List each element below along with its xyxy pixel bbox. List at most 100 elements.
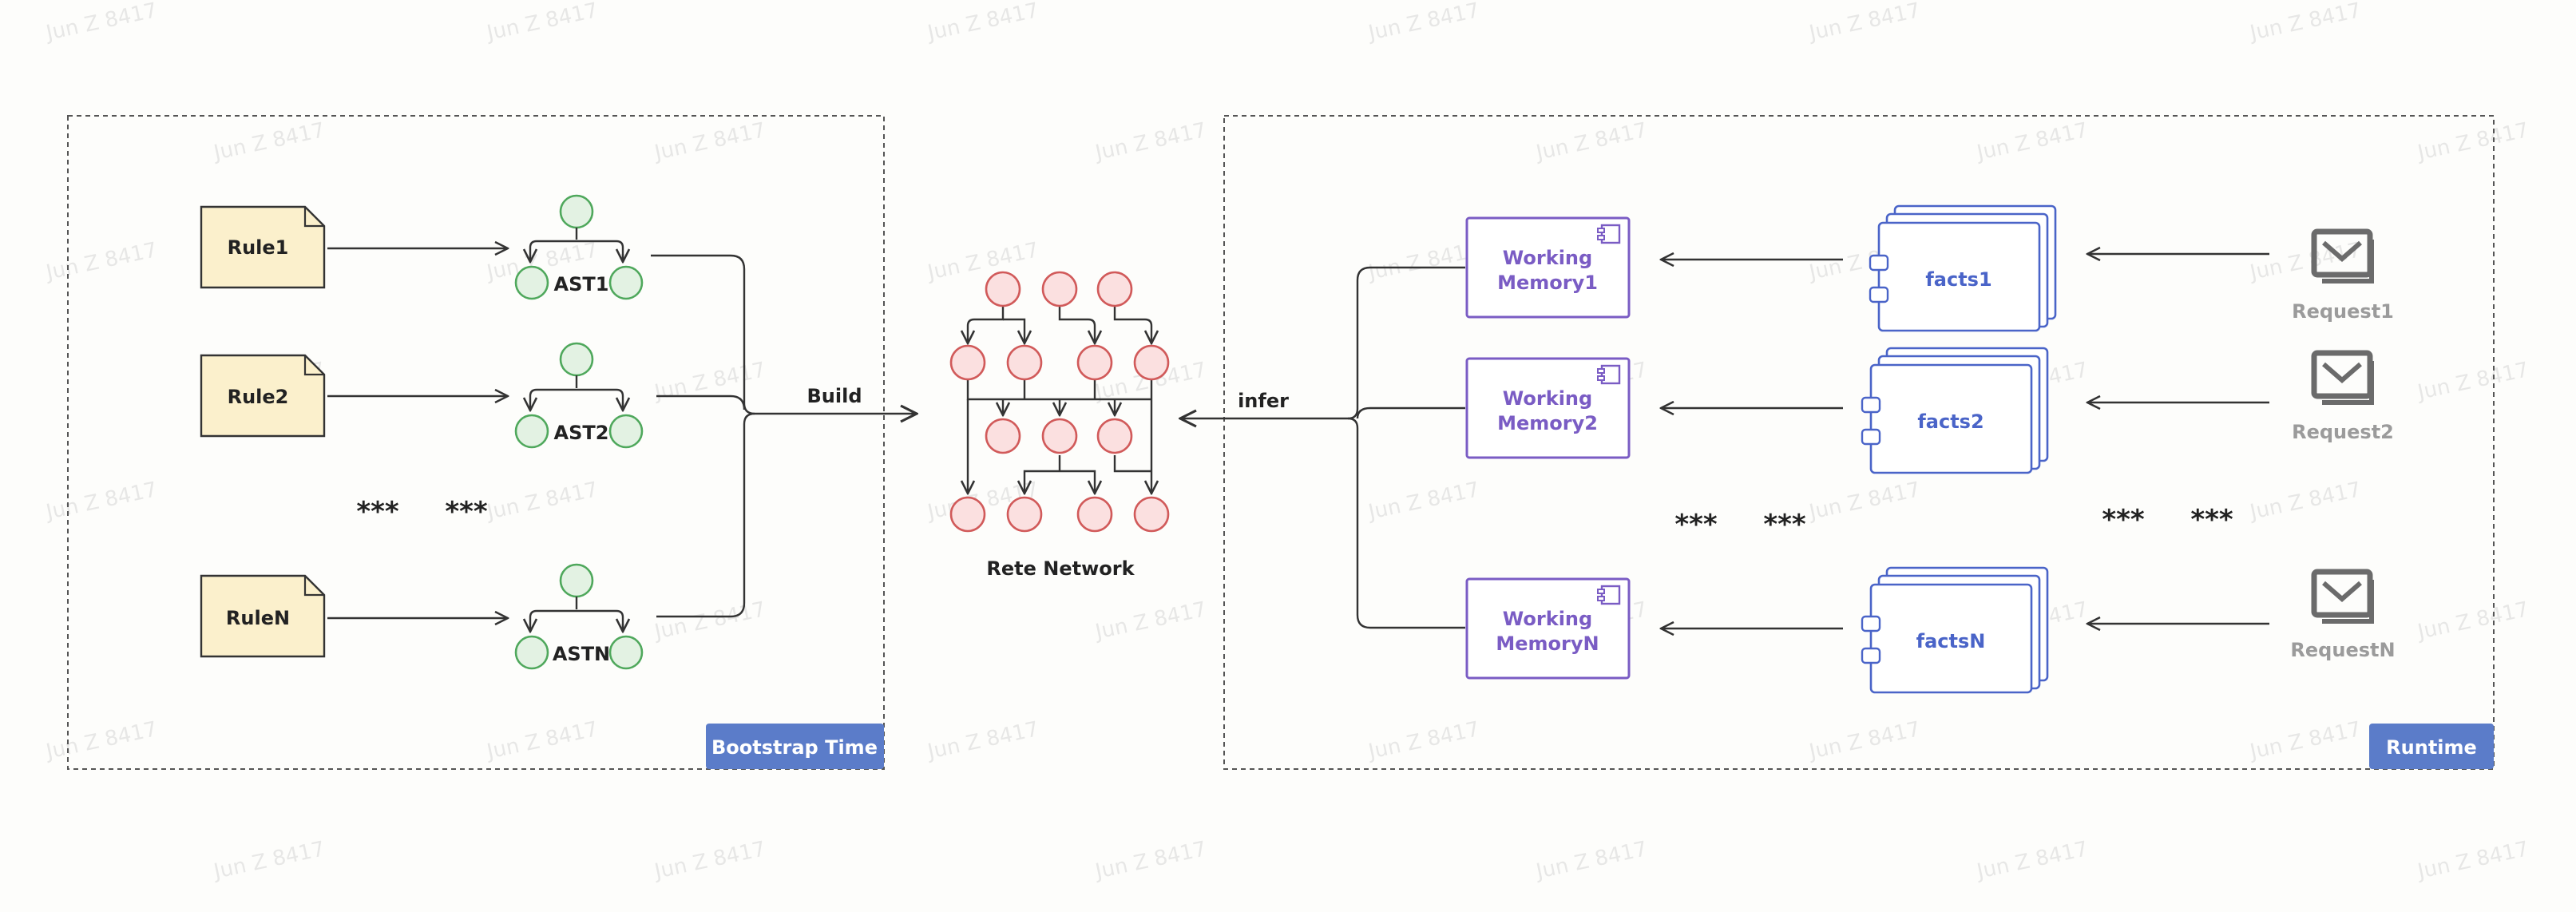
watermark: Jun Z 8417 xyxy=(924,238,1040,285)
working-memory-label-line1: Working xyxy=(1503,387,1592,410)
watermark: Jun Z 8417 xyxy=(1365,478,1481,525)
watermark: Jun Z 8417 xyxy=(924,717,1040,764)
working-memory-n: Working MemoryN xyxy=(1465,577,1631,680)
watermark: Jun Z 8417 xyxy=(42,0,159,46)
working-memory-2: Working Memory2 xyxy=(1465,357,1631,459)
working-memory-label-line2: Memory1 xyxy=(1497,272,1598,294)
ast-tree-1: AST1 xyxy=(514,194,644,300)
watermark: Jun Z 8417 xyxy=(651,597,767,644)
build-bracket-mid xyxy=(656,395,746,410)
ast-label: AST2 xyxy=(554,422,609,444)
ellipsis: *** xyxy=(1763,509,1806,541)
bootstrap-frame xyxy=(67,115,885,770)
watermark: Jun Z 8417 xyxy=(2414,597,2530,644)
ast-tree-n: ASTN xyxy=(514,563,644,670)
watermark: Jun Z 8417 xyxy=(1973,837,2090,884)
rule-label: RuleN xyxy=(226,607,290,629)
infer-bracket-top xyxy=(1347,266,1465,420)
infer-label: infer xyxy=(1238,390,1289,412)
watermark: Jun Z 8417 xyxy=(651,118,767,165)
watermark: Jun Z 8417 xyxy=(42,478,159,525)
rule-document-1: Rule1 xyxy=(200,205,326,289)
working-memory-label-line1: Working xyxy=(1503,608,1592,630)
watermark: Jun Z 8417 xyxy=(2414,358,2530,405)
runtime-tag xyxy=(2369,724,2494,769)
watermark: Jun Z 8417 xyxy=(42,238,159,285)
working-memory-label-line2: Memory2 xyxy=(1497,412,1598,434)
request-label: Request1 xyxy=(2292,300,2394,323)
facts-label: facts2 xyxy=(1917,410,1984,433)
watermark: Jun Z 8417 xyxy=(1092,597,1208,644)
watermark: Jun Z 8417 xyxy=(1092,118,1208,165)
working-memory-label-line1: Working xyxy=(1503,247,1592,269)
runtime-frame xyxy=(1223,115,2495,770)
runtime-tag-label: Runtime xyxy=(2386,736,2477,759)
watermark: Jun Z 8417 xyxy=(2414,118,2530,165)
watermark: Jun Z 8417 xyxy=(210,118,327,165)
watermark: Jun Z 8417 xyxy=(651,358,767,405)
request-label: Request2 xyxy=(2292,421,2394,443)
ast-label: ASTN xyxy=(553,643,610,665)
build-bracket-top xyxy=(651,254,755,415)
ellipsis: *** xyxy=(2190,504,2233,536)
rete-network-label: Rete Network xyxy=(986,557,1135,580)
watermark: Jun Z 8417 xyxy=(2414,837,2530,884)
component-icon xyxy=(1597,224,1621,244)
ast-tree-2: AST2 xyxy=(514,342,644,449)
rule-document-2: Rule2 xyxy=(200,354,326,438)
watermark: Jun Z 8417 xyxy=(1805,478,1922,525)
watermark: Jun Z 8417 xyxy=(2246,717,2363,764)
rete-network xyxy=(949,271,1170,533)
facts-stack-1: facts1 xyxy=(1869,204,2057,332)
watermark: Jun Z 8417 xyxy=(1365,238,1481,285)
watermark: Jun Z 8417 xyxy=(1532,837,1649,884)
inbox-icon xyxy=(2311,569,2374,624)
component-icon xyxy=(1869,254,1889,272)
infer-bracket-bottom xyxy=(1347,417,1465,629)
watermark: Jun Z 8417 xyxy=(1092,837,1208,884)
working-memory-1: Working Memory1 xyxy=(1465,216,1631,319)
ellipsis: *** xyxy=(2102,504,2145,536)
working-memory-label-line2: MemoryN xyxy=(1496,632,1599,655)
watermark: Jun Z 8417 xyxy=(2246,478,2363,525)
bootstrap-tag-label: Bootstrap Time xyxy=(711,736,878,759)
ellipsis: *** xyxy=(445,496,488,528)
component-icon xyxy=(1861,396,1881,414)
component-icon xyxy=(1597,364,1621,385)
ellipsis: *** xyxy=(356,496,399,528)
watermark: Jun Z 8417 xyxy=(1365,0,1481,46)
watermark: Jun Z 8417 xyxy=(483,0,600,46)
watermark: Jun Z 8417 xyxy=(483,478,600,525)
watermark: Jun Z 8417 xyxy=(1973,118,2090,165)
build-bracket-bottom xyxy=(656,412,755,618)
ast-label: AST1 xyxy=(554,273,609,295)
ellipsis: *** xyxy=(1674,509,1718,541)
component-icon xyxy=(1861,615,1881,632)
watermark: Jun Z 8417 xyxy=(210,837,327,884)
watermark: Jun Z 8417 xyxy=(1365,717,1481,764)
bootstrap-tag xyxy=(706,724,884,769)
rule-document-n: RuleN xyxy=(200,574,326,658)
watermark: Jun Z 8417 xyxy=(42,717,159,764)
watermark: Jun Z 8417 xyxy=(1532,118,1649,165)
request-n: RequestN xyxy=(2290,569,2396,661)
rule-label: Rule1 xyxy=(228,236,289,259)
inbox-icon xyxy=(2311,228,2374,284)
watermark: Jun Z 8417 xyxy=(1805,0,1922,46)
facts-stack-n: factsN xyxy=(1861,566,2049,694)
watermark: Jun Z 8417 xyxy=(651,837,767,884)
watermark: Jun Z 8417 xyxy=(1805,717,1922,764)
watermark: Jun Z 8417 xyxy=(2246,238,2363,285)
request-2: Request2 xyxy=(2292,350,2394,443)
rule-label: Rule2 xyxy=(228,386,289,408)
component-icon xyxy=(1597,585,1621,605)
facts-label: factsN xyxy=(1916,630,1986,652)
watermark: Jun Z 8417 xyxy=(2246,0,2363,46)
inbox-icon xyxy=(2311,350,2374,405)
watermark: Jun Z 8417 xyxy=(924,0,1040,46)
build-label: Build xyxy=(806,385,862,407)
infer-bracket-mid xyxy=(1356,406,1465,419)
request-1: Request1 xyxy=(2292,228,2394,323)
